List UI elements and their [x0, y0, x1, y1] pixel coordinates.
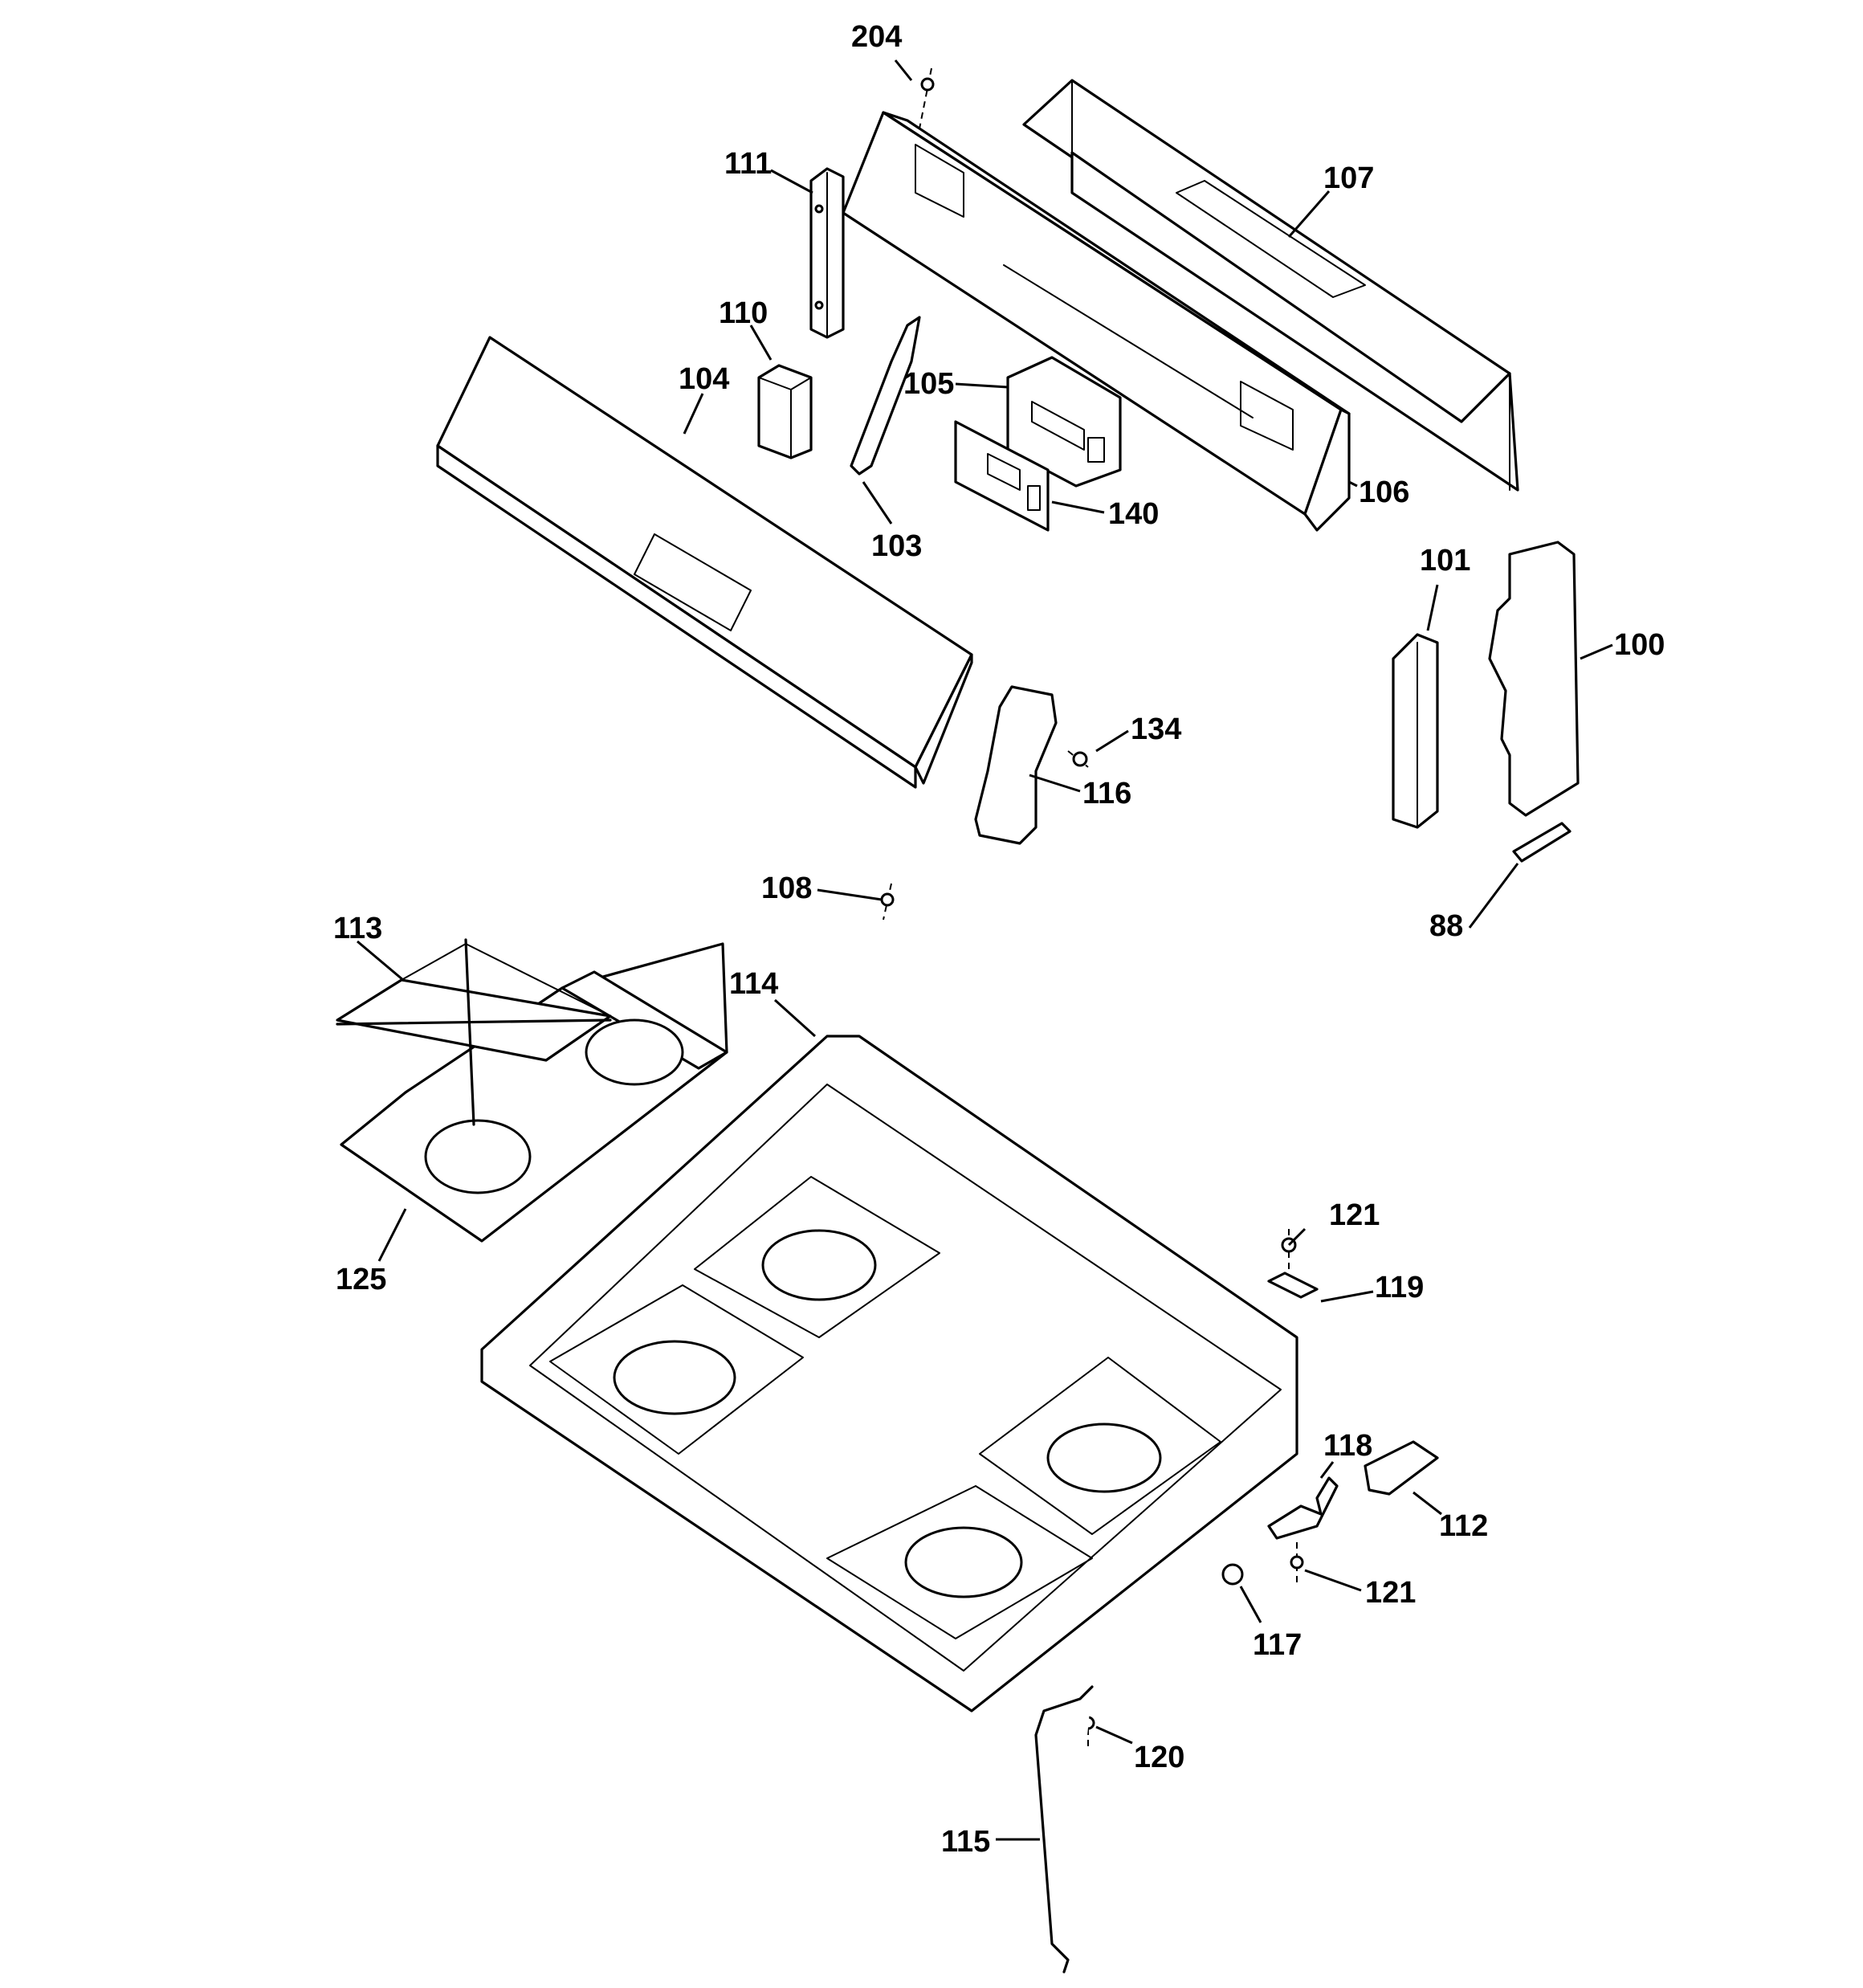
part-107-top-cover — [1022, 79, 1519, 492]
part-106-backguard — [842, 111, 1351, 532]
part-116-end-cap — [974, 685, 1058, 845]
part-111-bracket — [809, 167, 845, 339]
part-121-screw-top — [1281, 1229, 1297, 1269]
part-134-screw — [1067, 750, 1089, 768]
part-125-burner-pan — [340, 942, 728, 1243]
callout-121-top: 121 — [1329, 1198, 1380, 1232]
callout-114: 114 — [729, 967, 778, 1001]
part-121-screw-bottom — [1290, 1542, 1304, 1582]
part-112-hinge — [1364, 1440, 1439, 1496]
callout-118: 118 — [1323, 1429, 1372, 1463]
callout-120: 120 — [1134, 1741, 1184, 1774]
part-101-bracket — [1392, 633, 1439, 829]
part-115-rod — [1034, 1685, 1094, 1974]
callout-111: 111 — [724, 147, 772, 181]
part-204-screw — [919, 67, 935, 129]
callout-labels: 204 111 107 110 104 105 106 140 103 101 … — [333, 20, 1665, 1859]
leader-lines — [357, 59, 1613, 1841]
callout-113: 113 — [333, 912, 382, 945]
part-118-bracket — [1267, 1476, 1339, 1540]
part-110-relay — [757, 364, 813, 459]
part-108-screw — [880, 883, 895, 921]
part-114-cooktop — [480, 1035, 1298, 1712]
part-104-control-panel — [436, 336, 973, 789]
callout-108: 108 — [761, 872, 812, 905]
callout-105: 105 — [903, 367, 954, 401]
callout-116: 116 — [1082, 777, 1131, 810]
part-117-nut — [1221, 1563, 1244, 1586]
callout-104: 104 — [679, 362, 729, 396]
part-140-overlay — [954, 420, 1050, 532]
callout-106: 106 — [1359, 476, 1409, 509]
part-113-grate — [336, 938, 612, 1126]
callout-100: 100 — [1614, 628, 1665, 662]
callout-115: 115 — [941, 1825, 990, 1859]
callout-112: 112 — [1439, 1509, 1488, 1543]
part-103-bracket — [850, 316, 921, 476]
callout-103: 103 — [871, 529, 922, 563]
callout-117: 117 — [1253, 1628, 1302, 1662]
callout-125: 125 — [336, 1263, 386, 1296]
part-100-side-panel — [1488, 541, 1580, 817]
callout-121-bottom: 121 — [1365, 1576, 1416, 1610]
callout-140: 140 — [1108, 497, 1159, 531]
callout-107: 107 — [1323, 161, 1374, 195]
callout-101: 101 — [1420, 544, 1470, 578]
callout-88: 88 — [1429, 909, 1463, 943]
callout-204: 204 — [851, 20, 902, 54]
callout-110: 110 — [719, 296, 768, 330]
part-88-clip — [1512, 822, 1572, 863]
callout-134: 134 — [1131, 712, 1181, 746]
part-119-bracket — [1267, 1272, 1319, 1299]
callout-119: 119 — [1375, 1271, 1424, 1304]
